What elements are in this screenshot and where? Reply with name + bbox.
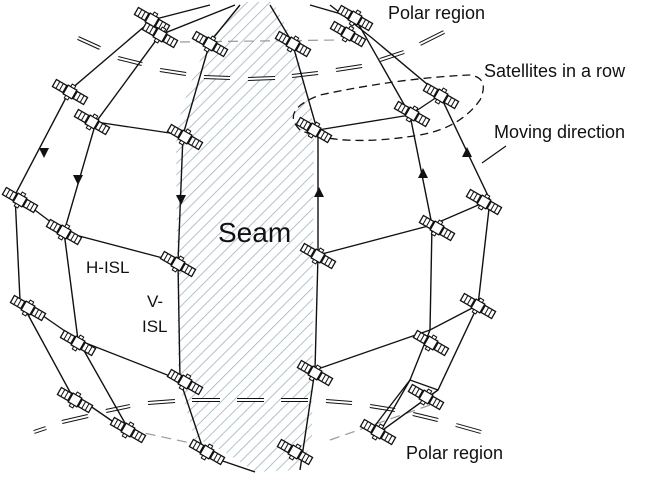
seam-label: Seam — [218, 217, 292, 248]
polar-region-bottom-label: Polar region — [406, 443, 504, 463]
v-isl-label-line2: ISL — [142, 317, 168, 336]
moving-direction-label: Moving direction — [494, 122, 626, 142]
moving-direction-arrows — [39, 147, 472, 205]
polar-region-top — [77, 30, 445, 81]
satellites-row-label: Satellites in a row — [484, 61, 626, 81]
seam-region — [176, 2, 314, 472]
polar-region-bottom — [33, 398, 482, 446]
satellites-row-ellipse — [292, 74, 484, 142]
v-isl-label-line1: V- — [147, 292, 164, 311]
moving-direction-leader — [481, 145, 507, 164]
polar-region-top-label: Polar region — [388, 3, 486, 23]
h-isl-label: H-ISL — [86, 258, 130, 277]
